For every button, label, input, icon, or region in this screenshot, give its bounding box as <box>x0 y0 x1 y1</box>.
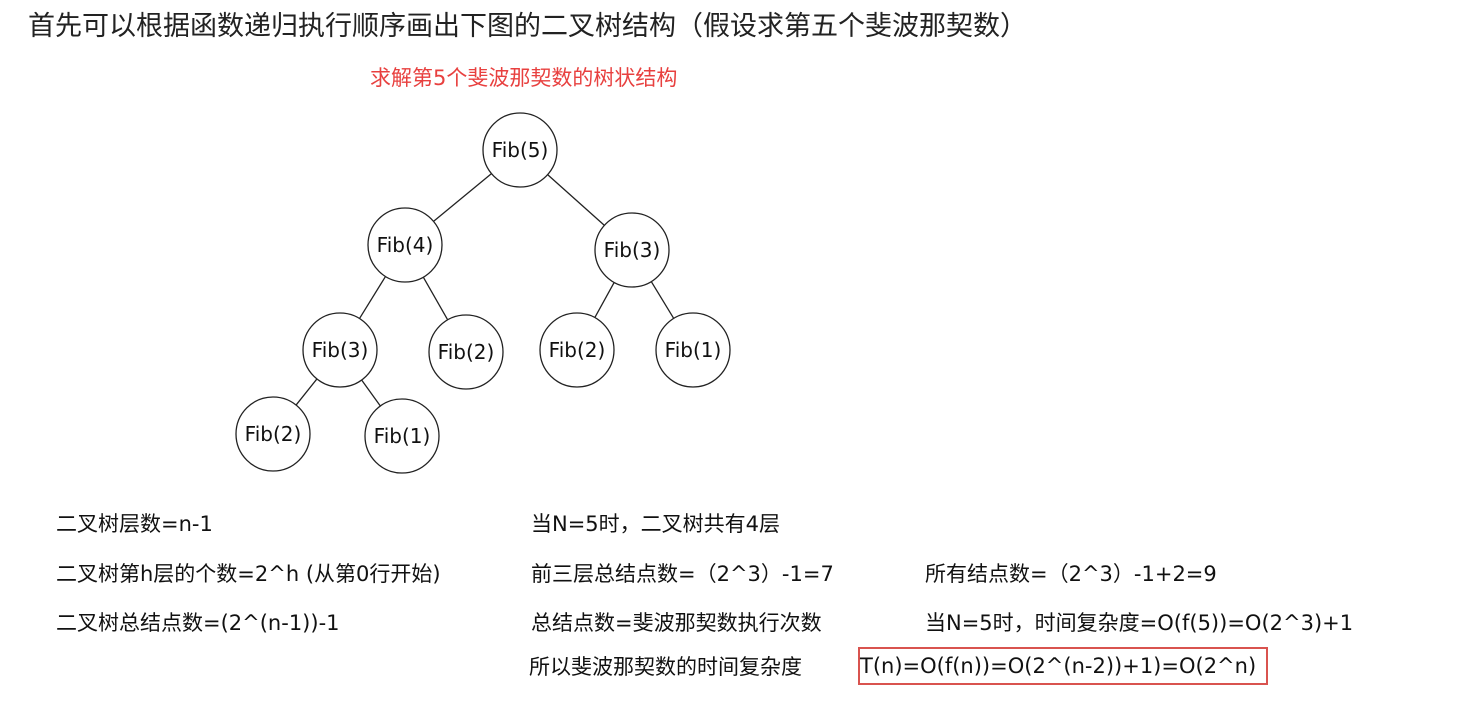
tree-node-circle <box>428 314 504 390</box>
note-first-three-levels: 前三层总结点数=（2^3）-1=7 <box>531 562 834 586</box>
tree-node: Fib(1) <box>655 312 731 388</box>
tree-node-label: Fib(3) <box>604 238 661 262</box>
tree-node: Fib(2) <box>428 314 504 390</box>
note-tree-levels: 二叉树层数=n-1 <box>56 512 213 536</box>
note-complexity-label: 所以斐波那契数的时间复杂度 <box>529 655 802 679</box>
tree-node: Fib(3) <box>594 212 670 288</box>
tree-edge <box>650 281 675 319</box>
diagram-title: 求解第5个斐波那契数的树状结构 <box>370 66 678 90</box>
note-all-nodes: 所有结点数=（2^3）-1+2=9 <box>925 562 1217 586</box>
tree-node-circle <box>539 312 615 388</box>
tree-edge <box>295 378 318 406</box>
tree-node-circle <box>364 398 440 474</box>
tree-node-circle <box>367 207 443 283</box>
tree-node-label: Fib(1) <box>665 338 722 362</box>
tree-edge <box>594 282 615 318</box>
tree-edge <box>433 173 492 222</box>
tree-node-circle <box>235 396 311 472</box>
note-n5-levels: 当N=5时，二叉树共有4层 <box>531 512 781 536</box>
tree-node-circle <box>594 212 670 288</box>
tree-edge <box>361 379 381 407</box>
tree-node: Fib(2) <box>539 312 615 388</box>
tree-node-circle <box>655 312 731 388</box>
tree-node-label: Fib(3) <box>312 338 369 362</box>
tree-node-label: Fib(2) <box>245 422 302 446</box>
tree-node-circle <box>302 312 378 388</box>
tree-node: Fib(2) <box>235 396 311 472</box>
tree-node-label: Fib(1) <box>374 424 431 448</box>
note-nodes-per-level: 二叉树第h层的个数=2^h (从第0行开始) <box>56 562 441 586</box>
tree-node-label: Fib(2) <box>549 338 606 362</box>
note-execution-count: 总结点数=斐波那契数执行次数 <box>531 611 822 635</box>
tree-node-circle <box>482 112 558 188</box>
fibonacci-tree-diagram: Fib(5) Fib(4) Fib(3) Fib(3) Fib(2) Fib(2) Fib(… <box>235 112 731 474</box>
conclusion-formula-box: T(n)=O(f(n))=O(2^(n-2))+1)=O(2^n) <box>858 647 1269 685</box>
tree-node: Fib(4) <box>367 207 443 283</box>
tree-edge <box>358 276 387 319</box>
tree-node: Fib(3) <box>302 312 378 388</box>
note-total-nodes: 二叉树总结点数=(2^(n-1))-1 <box>56 611 340 635</box>
tree-node: Fib(1) <box>364 398 440 474</box>
tree-edge <box>422 276 449 321</box>
note-n5-complexity: 当N=5时，时间复杂度=O(f(5))=O(2^3)+1 <box>925 611 1354 635</box>
tree-node: Fib(5) <box>482 112 558 188</box>
tree-node-label: Fib(4) <box>377 233 434 257</box>
tree-node-label: Fib(2) <box>438 340 495 364</box>
tree-edge <box>547 174 605 226</box>
page-heading: 首先可以根据函数递归执行顺序画出下图的二叉树结构（假设求第五个斐波那契数） <box>28 11 1027 42</box>
tree-node-label: Fib(5) <box>492 138 549 162</box>
